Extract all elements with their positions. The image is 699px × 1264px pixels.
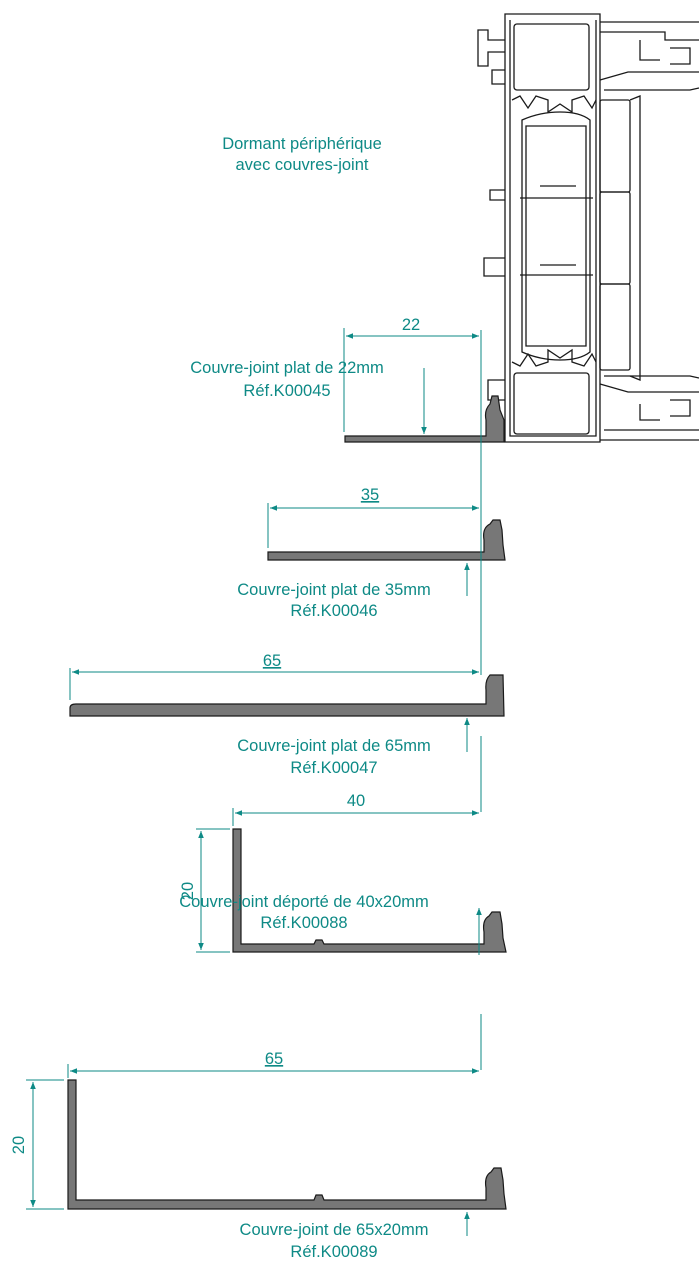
profile-40x20-shape [232,828,507,953]
profile-22-ref: Réf.K00045 [243,382,330,400]
title-line1: Dormant périphérique [222,135,382,153]
profile-65-name: Couvre-joint plat de 65mm [237,737,431,755]
profile-40x20-ref: Réf.K00088 [260,914,347,932]
profile-40x20-name: Couvre-joint déporté de 40x20mm [179,893,428,911]
profile-65-shape [69,674,505,717]
dim-65x20-height-label: 20 [10,1136,28,1154]
profile-65x20-shape [67,1079,507,1210]
dim-65-label: 65 [263,652,281,670]
profile-22-shape [344,395,505,443]
dim-65x20-width-label: 65 [265,1050,283,1068]
dim-35-label: 35 [361,486,379,504]
dim-40x20-height-label: 20 [179,882,197,900]
frame-section [477,13,699,443]
profile-22-name: Couvre-joint plat de 22mm [190,359,384,377]
profile-65x20-name: Couvre-joint de 65x20mm [240,1221,429,1239]
profile-35-ref: Réf.K00046 [290,602,377,620]
profile-35-shape [267,519,506,561]
profile-65x20-ref: Réf.K00089 [290,1243,377,1261]
dimension-lines [26,328,482,1236]
profile-35-name: Couvre-joint plat de 35mm [237,581,431,599]
profile-65-ref: Réf.K00047 [290,759,377,777]
dim-40-label: 40 [347,792,365,810]
dim-22-label: 22 [402,316,420,334]
title-line2: avec couvres-joint [236,156,369,174]
